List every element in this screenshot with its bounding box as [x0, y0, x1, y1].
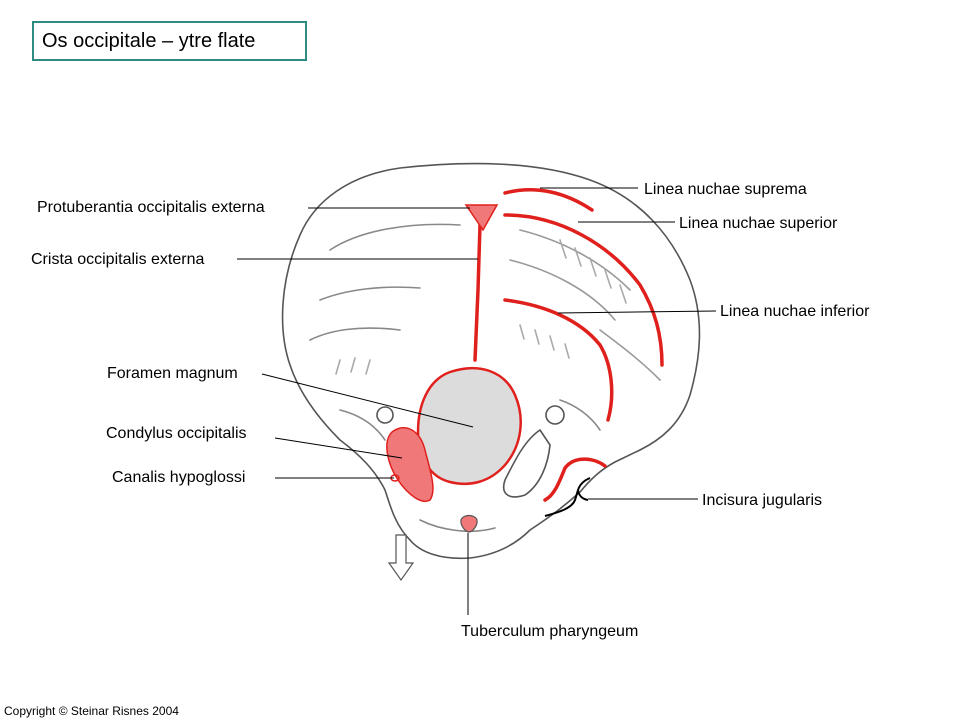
- incisura-bracket: [544, 477, 591, 517]
- tuberculum-marker: [460, 514, 478, 533]
- linea-nuchae-suprema-line: [503, 187, 594, 212]
- label-tuberculum: Tuberculum pharyngeum: [461, 623, 638, 640]
- label-linea-nuchae-suprema: Linea nuchae suprema: [644, 181, 807, 198]
- label-incisura: Incisura jugularis: [702, 492, 822, 509]
- leader-lines: [237, 187, 717, 615]
- title-box: Os occipitale – ytre flate: [32, 21, 307, 61]
- label-condylus: Condylus occipitalis: [106, 425, 247, 442]
- bone-outline: [281, 162, 701, 560]
- page-title: Os occipitale – ytre flate: [42, 29, 256, 52]
- down-arrow-icon: [387, 534, 415, 582]
- incisura-jugularis-line: [543, 457, 607, 502]
- red-highlights: [473, 187, 664, 502]
- condylus-shape: [386, 427, 434, 502]
- label-canalis: Canalis hypoglossi: [112, 469, 245, 486]
- copyright-text: Copyright © Steinar Risnes 2004: [4, 704, 179, 718]
- label-foramen-magnum: Foramen magnum: [107, 365, 238, 382]
- label-linea-nuchae-superior: Linea nuchae superior: [679, 215, 838, 232]
- label-protuberantia: Protuberantia occipitalis externa: [37, 199, 265, 216]
- linea-nuchae-inferior-line: [503, 298, 614, 422]
- protuberantia-marker: [464, 204, 499, 232]
- linea-nuchae-superior-line: [503, 213, 664, 367]
- crista-line: [473, 223, 482, 362]
- label-crista: Crista occipitalis externa: [31, 251, 205, 268]
- label-linea-nuchae-inferior: Linea nuchae inferior: [720, 303, 870, 320]
